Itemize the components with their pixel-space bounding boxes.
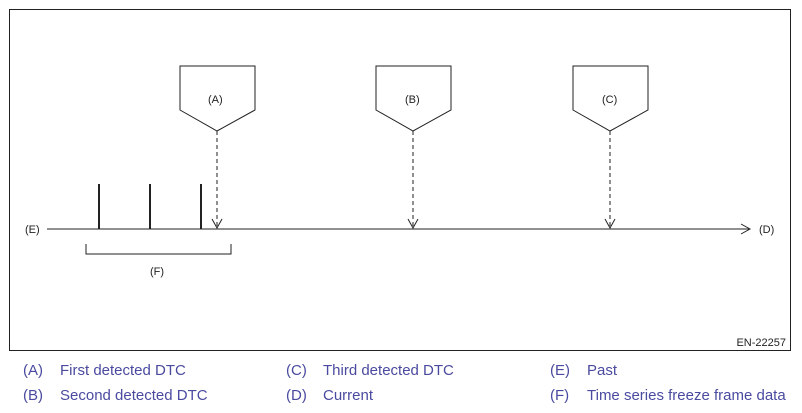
marker-label-first: (A) (208, 94, 223, 106)
legend-text: Second detected DTC (60, 387, 208, 404)
diagram-frame (9, 9, 791, 351)
axis-label-current: (D) (759, 224, 774, 236)
marker-label-second: (B) (405, 94, 420, 106)
legend-text: First detected DTC (60, 362, 186, 379)
figure-id: EN-22257 (736, 337, 786, 349)
legend-key: (E) (550, 362, 570, 379)
legend-key: (C) (286, 362, 307, 379)
legend-key: (B) (23, 387, 43, 404)
legend-text: Third detected DTC (323, 362, 454, 379)
legend-item-f: (F) Time series freeze frame data (550, 387, 786, 404)
legend-text: Time series freeze frame data (587, 387, 786, 404)
dtc-timeline-diagram: (E) (D) (F) (A) (B) (C) EN-22257 (9, 9, 791, 351)
dtc-marker-third: (C) (572, 65, 649, 230)
legend-item-b: (B) Second detected DTC (23, 387, 208, 404)
legend-text: Past (587, 362, 618, 379)
freeze-frame-bracket (85, 244, 232, 255)
bracket-label: (F) (150, 266, 164, 278)
dtc-marker-second: (B) (375, 65, 452, 230)
dtc-marker-first: (A) (179, 65, 256, 230)
legend-item-e: (E) Past (550, 362, 617, 379)
time-axis-arrowhead (740, 223, 752, 235)
legend-key: (D) (286, 387, 307, 404)
legend: (A) First detected DTC (B) Second detected… (0, 358, 802, 413)
marker-label-third: (C) (602, 94, 617, 106)
legend-text: Current (323, 387, 374, 404)
legend-key: (F) (550, 387, 570, 404)
legend-item-d: (D) Current (286, 387, 373, 404)
legend-key: (A) (23, 362, 43, 379)
legend-item-c: (C) Third detected DTC (286, 362, 454, 379)
axis-label-past: (E) (25, 224, 40, 236)
legend-item-a: (A) First detected DTC (23, 362, 186, 379)
